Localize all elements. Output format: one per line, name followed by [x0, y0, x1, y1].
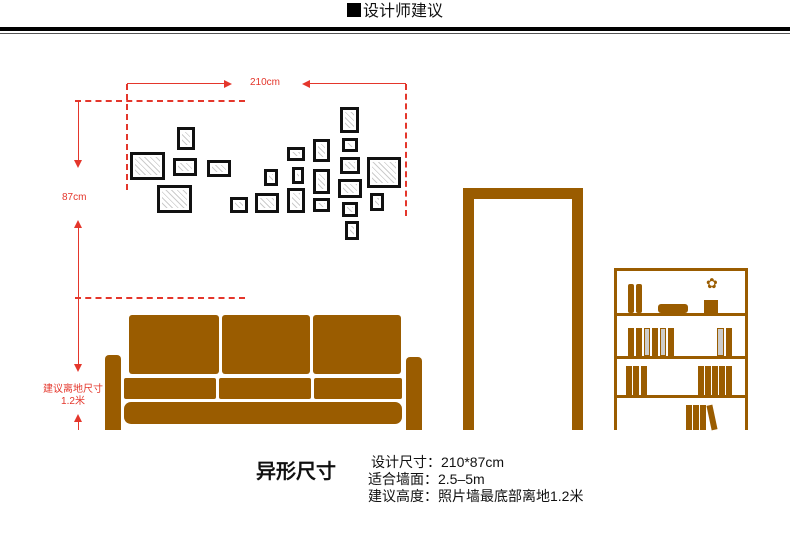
- photo-frame: [292, 167, 304, 184]
- width-label: 210cm: [250, 77, 281, 88]
- photo-frame: [313, 139, 330, 162]
- info-list: 设计尺寸：210*87cm 适合墙面：2.5–5m 建议高度：照片墙最底部离地1…: [368, 454, 583, 505]
- photo-frame: [287, 188, 305, 213]
- arrow-right-icon: [224, 80, 232, 88]
- photo-frame: [370, 193, 384, 211]
- arrow-left-icon: [302, 80, 310, 88]
- arrow-up-icon: [74, 220, 82, 228]
- header-divider-thick: [0, 27, 790, 31]
- height-label: 87cm: [62, 192, 87, 203]
- photo-frame: [287, 147, 305, 161]
- info-suggested-height: 建议高度：照片墙最底部离地1.2米: [368, 488, 584, 504]
- info-wall-size: 适合墙面：2.5–5m: [368, 471, 485, 487]
- flower-icon: ✿: [706, 276, 718, 292]
- arrow-down-icon: [74, 160, 82, 168]
- photo-frame: [157, 185, 192, 213]
- photo-frame: [367, 157, 401, 188]
- photo-frame: [230, 197, 248, 213]
- info-design-size: 设计尺寸：210*87cm: [371, 454, 505, 470]
- header-divider-thin: [0, 33, 790, 34]
- photo-frame: [313, 198, 330, 212]
- arrow-up-icon: [74, 414, 82, 422]
- photo-frame: [345, 221, 359, 240]
- photo-frame: [255, 193, 279, 213]
- floor-label-line2: 1.2米: [61, 396, 85, 407]
- photo-frame: [313, 169, 330, 194]
- floor-label-line1: 建议离地尺寸: [43, 384, 103, 395]
- photo-frame: [264, 169, 278, 186]
- arrow-down-icon: [74, 364, 82, 372]
- photo-frame: [340, 157, 360, 174]
- square-bullet-icon: [346, 3, 361, 17]
- section-header: 设计师建议: [0, 0, 790, 22]
- photo-frame: [130, 152, 165, 180]
- photo-frame: [342, 138, 358, 152]
- photo-frame: [340, 107, 359, 133]
- photo-frame: [177, 127, 195, 150]
- section-title: 设计师建议: [362, 1, 443, 20]
- photo-frame: [207, 160, 231, 177]
- photo-frame: [342, 202, 358, 217]
- info-title: 异形尺寸: [256, 459, 336, 483]
- photo-frame: [173, 158, 197, 176]
- photo-frame: [338, 179, 362, 198]
